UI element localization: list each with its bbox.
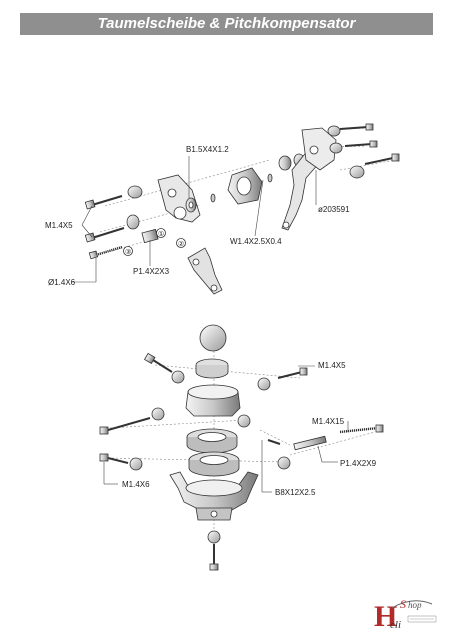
screw-d14x6: [88, 245, 123, 260]
ball-link: [126, 214, 140, 230]
bearing-b8: [186, 428, 238, 454]
washer: [267, 173, 273, 183]
label-b15: B1.5X4X1.2: [186, 145, 229, 154]
label-d14x6: Ø1.4X6: [48, 278, 76, 287]
swashplate-diagram: [99, 324, 384, 571]
page-title: Taumelscheibe & Pitchkompensator: [20, 13, 433, 35]
label-m14x5-swash: M1.4X5: [318, 361, 346, 370]
svg-text:hop: hop: [408, 600, 422, 610]
label-m14x15: M1.4X15: [312, 417, 345, 426]
screw-m14x5-upper: [84, 195, 123, 210]
ball-link: [127, 185, 143, 199]
step-3: ③: [125, 248, 131, 256]
svg-text:H: H: [374, 600, 397, 633]
label-m14x5: M1.4X5: [45, 221, 73, 230]
bearing: [278, 155, 292, 171]
washer: [210, 193, 216, 203]
label-p14x2x9: P1.4X2X9: [340, 459, 377, 468]
label-w14: W1.4X2.5X0.4: [230, 237, 282, 246]
mixing-plate: [301, 127, 337, 171]
pitch-compensator-diagram: [71, 123, 400, 295]
label-b8: B8X12X2.5: [275, 488, 316, 497]
step-2: ②: [178, 240, 184, 248]
label-m14x6: M1.4X6: [122, 480, 150, 489]
screw-m14x5-lower: [84, 227, 125, 243]
heli-shop-logo: H eli S hop: [374, 597, 437, 633]
ball-top: [199, 324, 227, 352]
svg-text:S: S: [400, 597, 406, 611]
label-part-number: ø203591: [318, 205, 350, 214]
svg-text:eli: eli: [390, 619, 401, 631]
step-1: ①: [158, 230, 164, 238]
label-p14x2x3: P1.4X2X3: [133, 267, 170, 276]
bearing-b8: [188, 451, 240, 477]
